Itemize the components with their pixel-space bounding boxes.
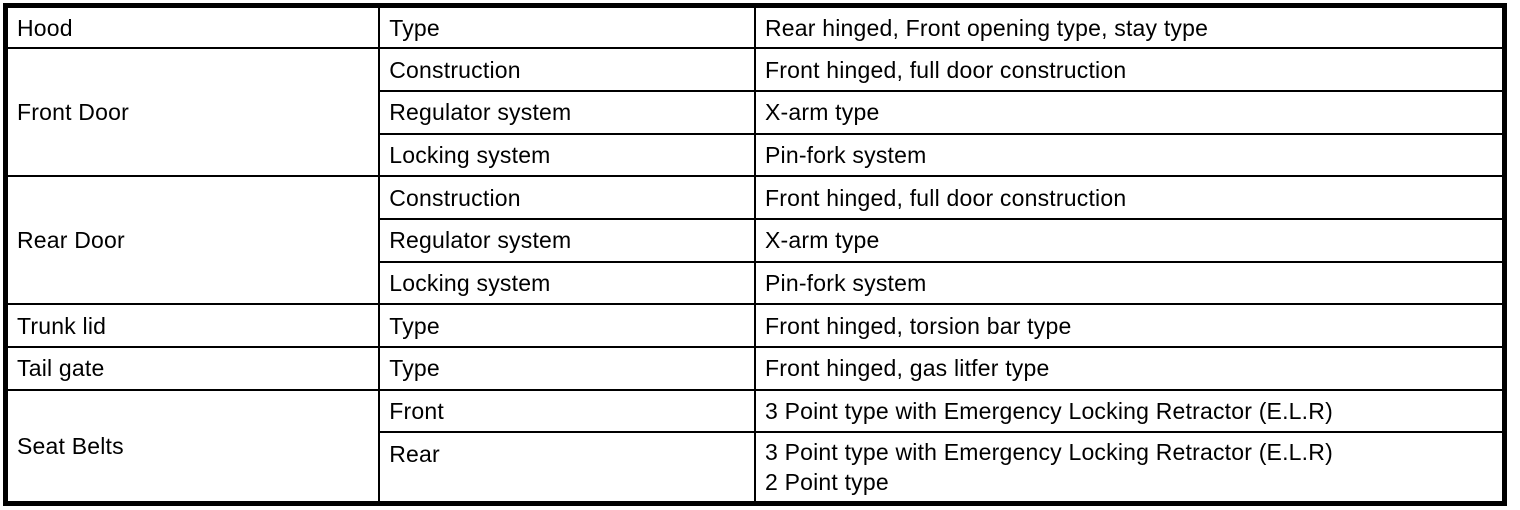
value-cell: Front hinged, torsion bar type xyxy=(753,303,1506,348)
value-cell: Front hinged, gas litfer type xyxy=(753,345,1506,391)
value-cell: Pin-fork system xyxy=(753,260,1506,306)
attribute-cell: Construction xyxy=(378,175,756,220)
vehicle-spec-table: Hood Type Rear hinged, Front opening typ… xyxy=(3,3,1507,506)
component-cell-trunk-lid: Trunk lid xyxy=(4,303,381,348)
value-cell: 3 Point type with Emergency Locking Retr… xyxy=(753,431,1506,505)
value-cell: 3 Point type with Emergency Locking Retr… xyxy=(753,388,1506,434)
value-cell: Pin-fork system xyxy=(753,132,1506,178)
attribute-cell: Front xyxy=(378,388,756,434)
table-row: Regulator system X-arm type xyxy=(6,89,1506,135)
component-cell-rear-door: Rear Door xyxy=(4,175,381,306)
table-row: Hood Type Rear hinged, Front opening typ… xyxy=(4,4,1506,50)
table-row: Tail gate Type Front hinged, gas litfer … xyxy=(4,345,1506,391)
component-cell-tail-gate: Tail gate xyxy=(4,345,381,391)
table-row: Seat Belts Front 3 Point type with Emerg… xyxy=(4,388,1506,505)
attribute-cell: Locking system xyxy=(378,260,756,306)
table-row: Front Door Construction Front hinged, fu… xyxy=(4,47,1506,178)
attribute-cell: Regulator system xyxy=(378,217,756,263)
attribute-cell: Rear xyxy=(378,431,756,505)
table-row: Regulator system X-arm type xyxy=(6,217,1506,263)
attribute-cell: Regulator system xyxy=(378,89,756,135)
value-cell: Front hinged, full door construction xyxy=(753,175,1506,220)
component-cell-seat-belts: Seat Belts xyxy=(4,388,381,505)
attribute-cell: Construction xyxy=(378,47,756,92)
table-row: Trunk lid Type Front hinged, torsion bar… xyxy=(4,303,1506,348)
attribute-cell: Type xyxy=(378,345,756,391)
table-row: Rear Door Construction Front hinged, ful… xyxy=(4,175,1506,306)
table-row: Locking system Pin-fork system xyxy=(6,260,1506,306)
component-cell-front-door: Front Door xyxy=(4,47,381,178)
table-row: Locking system Pin-fork system xyxy=(6,132,1506,178)
value-cell: X-arm type xyxy=(753,217,1506,263)
attribute-cell: Type xyxy=(378,303,756,348)
attribute-cell: Type xyxy=(378,4,756,50)
value-cell: X-arm type xyxy=(753,89,1506,135)
attribute-cell: Locking system xyxy=(378,132,756,178)
component-cell-hood: Hood xyxy=(4,4,381,50)
value-cell: Front hinged, full door construction xyxy=(753,47,1506,92)
table-row: Rear 3 Point type with Emergency Locking… xyxy=(6,431,1506,505)
value-cell: Rear hinged, Front opening type, stay ty… xyxy=(753,4,1506,50)
